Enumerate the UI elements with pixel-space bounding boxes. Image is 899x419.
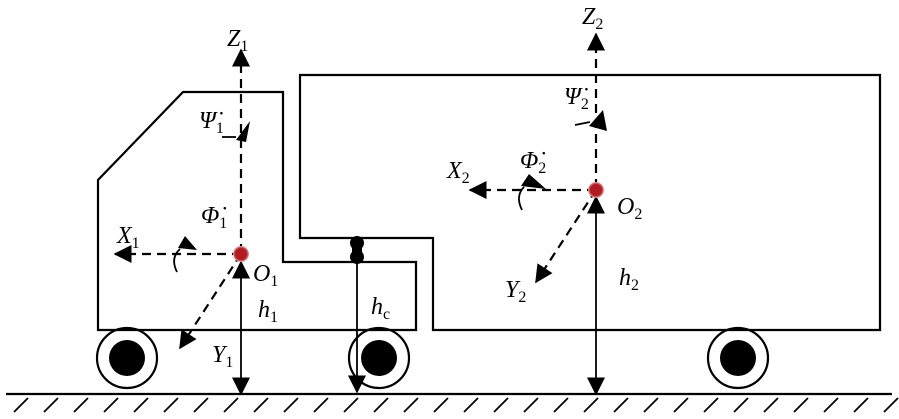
hatch-mark xyxy=(283,397,299,413)
hatch-mark xyxy=(43,397,59,413)
label-y2: Y2 xyxy=(505,277,526,306)
hatch-mark xyxy=(703,397,719,413)
roll-rate-1-arrowhead xyxy=(178,236,197,250)
hatch-mark xyxy=(313,397,329,413)
hatch-mark xyxy=(373,397,389,413)
hatch-mark xyxy=(613,397,629,413)
label-hc: hc xyxy=(371,294,390,323)
trailer-coordinate-system xyxy=(468,32,607,396)
ground-hatched xyxy=(6,392,899,413)
label-z1: Z1 xyxy=(227,26,248,55)
hatch-mark xyxy=(403,397,419,413)
hatch-mark xyxy=(793,397,809,413)
hatch-mark xyxy=(823,397,839,413)
hatch-mark xyxy=(133,397,149,413)
hatch-mark xyxy=(13,397,29,413)
hatch-mark xyxy=(733,397,749,413)
hatch-mark xyxy=(223,397,239,413)
label-roll-rate-2: Φ̇2 xyxy=(520,148,546,177)
hatch-mark xyxy=(853,397,869,413)
hatch-mark xyxy=(583,397,599,413)
label-x1: X1 xyxy=(116,223,140,252)
hatch-mark xyxy=(553,397,569,413)
yaw-rate-1-arrowhead xyxy=(236,121,250,142)
label-z2: Z2 xyxy=(582,4,603,33)
label-x2: X2 xyxy=(446,158,470,187)
label-yaw-rate-1: Ψ̇1 xyxy=(199,108,224,137)
hatch-mark xyxy=(883,397,899,413)
semitrailer-body xyxy=(298,73,882,332)
roll-rate-1-icon xyxy=(173,248,181,273)
hatch-mark xyxy=(643,397,659,413)
yaw-rate-2-icon xyxy=(574,121,591,126)
hatch-mark xyxy=(73,397,89,413)
tractor-cab-body xyxy=(96,90,418,332)
trailer-wheel xyxy=(706,326,770,390)
label-h2: h2 xyxy=(619,265,639,294)
hatch-mark xyxy=(343,397,359,413)
label-h1: h1 xyxy=(258,297,278,326)
tractor-rear-wheel xyxy=(347,326,411,390)
ground-hatch-marks xyxy=(13,397,899,413)
label-yaw-rate-2: Ψ̇2 xyxy=(564,84,589,113)
y2-axis xyxy=(535,189,597,284)
hatch-mark xyxy=(433,397,449,413)
tractor-coordinate-system xyxy=(113,48,250,396)
hatch-mark xyxy=(253,397,269,413)
hatch-mark xyxy=(193,397,209,413)
fifth-wheel-coupling xyxy=(350,236,364,264)
label-y1: Y1 xyxy=(212,342,233,371)
origin-o1-dot xyxy=(233,246,249,262)
hatch-mark xyxy=(163,397,179,413)
origin-o2-dot xyxy=(588,182,604,198)
label-o1: O1 xyxy=(253,261,278,290)
hatch-mark xyxy=(523,397,539,413)
hatch-mark xyxy=(493,397,509,413)
hatch-mark xyxy=(673,397,689,413)
hatch-mark xyxy=(463,397,479,413)
front-wheel xyxy=(95,326,159,390)
y1-axis xyxy=(179,253,242,350)
label-o2: O2 xyxy=(617,194,642,223)
label-roll-rate-1: Φ̇1 xyxy=(201,203,227,232)
hatch-mark xyxy=(103,397,119,413)
roll-rate-2-arrowhead xyxy=(521,174,546,189)
roll-rate-2-icon xyxy=(518,186,525,211)
yaw-rate-2-arrowhead xyxy=(589,110,607,131)
hatch-mark xyxy=(763,397,779,413)
